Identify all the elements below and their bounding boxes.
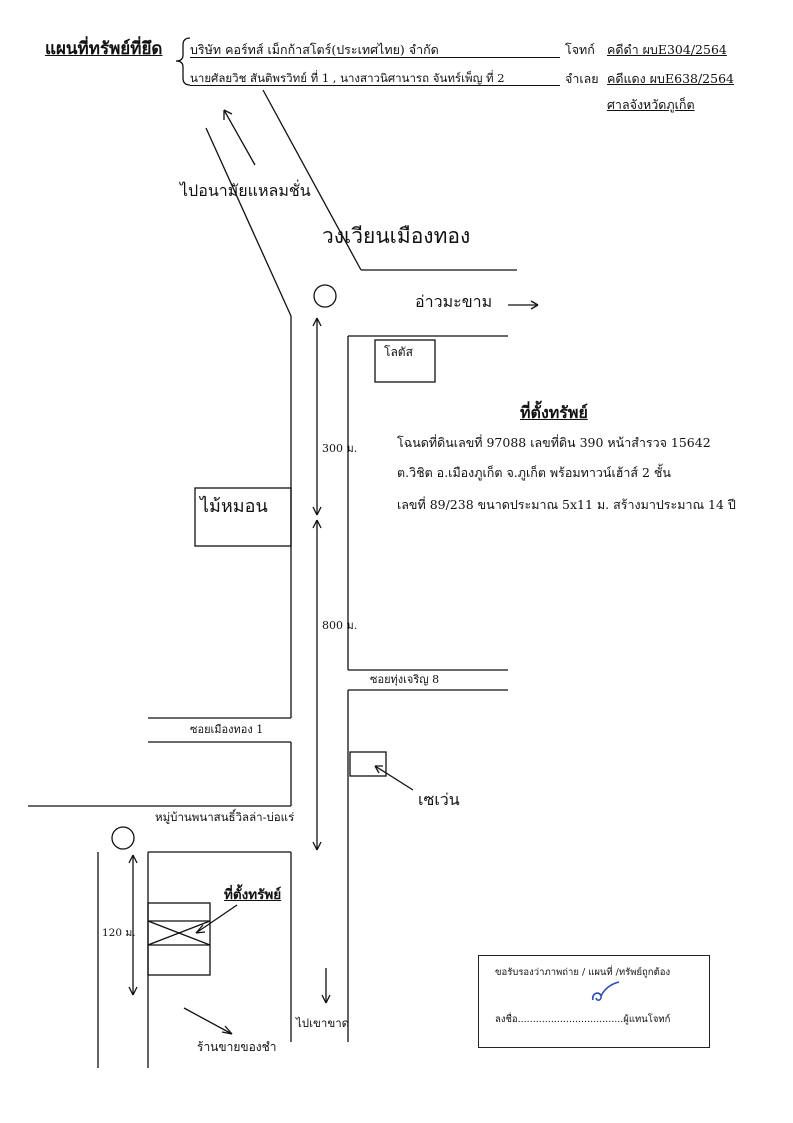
header-brace	[175, 37, 191, 86]
property-townhouse-block	[147, 902, 211, 976]
pointer-shop	[183, 1007, 233, 1035]
label-dist-800: 800 ม.	[322, 619, 358, 632]
property-info-line2: ต.วิชิต อ.เมืองภูเก็ต จ.ภูเก็ต พร้อมทาวน…	[397, 465, 671, 480]
pointer-seven	[374, 765, 414, 791]
mai-mon-building	[194, 487, 292, 547]
plaintiff-name: บริษัท คอร์ทส์ เม็กก้าสโตร์(ประเทศไทย) จ…	[190, 43, 560, 58]
label-mai-mon: ไม้หมอน	[200, 496, 268, 517]
property-info-line3: เลขที่ 89/238 ขนาดประมาณ 5x11 ม. สร้างมา…	[397, 497, 736, 512]
label-soi-muang-thong: ซอยเมืองทอง 1	[190, 723, 264, 736]
label-lotus: โลตัส	[384, 345, 413, 359]
label-seven: เซเว่น	[418, 790, 460, 809]
label-shop: ร้านขายของชำ	[197, 1040, 277, 1054]
label-to-north: ไปอนามัยแหลมชั่น	[180, 181, 311, 200]
label-property-marker: ที่ตั้งทรัพย์	[224, 887, 282, 903]
label-soi-thung-charoen: ซอยทุ่งเจริญ 8	[370, 673, 440, 686]
label-village: หมู่บ้านพนาสนธิ์วิลล่า-บ่อแร่	[155, 810, 295, 824]
plaintiff-role: โจทก์	[565, 42, 595, 57]
seven-eleven-building	[349, 751, 387, 777]
lotus-building	[374, 339, 436, 383]
roundabout-village	[111, 826, 135, 850]
label-to-east: อ่าวมะขาม	[415, 292, 493, 311]
label-roundabout: วงเวียนเมืองทอง	[322, 224, 471, 248]
defendant-name: นายศัลยวิช สันติพรวิทย์ ที่ 1 , นางสาวนิ…	[190, 72, 560, 86]
road-north-west-edge	[205, 127, 292, 317]
label-dist-120: 120 ม.	[102, 927, 136, 939]
property-info-line1: โฉนดที่ดินเลขที่ 97088 เลขที่ดิน 390 หน้…	[397, 435, 711, 450]
defendant-role: จำเลย	[565, 71, 599, 86]
certification-box: ขอรับรองว่าภาพถ่าย / แผนที่ /ทรัพย์ถูกต้…	[478, 955, 710, 1048]
pointer-property	[195, 904, 238, 934]
signature-scribble	[591, 981, 620, 1001]
court-name: ศาลจังหวัดภูเก็ต	[607, 97, 695, 112]
road-north-east-edge	[262, 89, 362, 271]
certification-sign-line: ลงชื่อ..................................…	[495, 1014, 671, 1025]
red-case-number: คดีแดง ผบE638/2564	[607, 71, 734, 86]
roundabout-muang-thong	[313, 284, 337, 308]
document-title: แผนที่ทรัพย์ที่ยึด	[45, 39, 163, 59]
black-case-number: คดีดำ ผบE304/2564	[607, 42, 727, 57]
arrow-north	[223, 109, 256, 166]
label-dist-300: 300 ม.	[322, 442, 358, 455]
label-to-khao-khad: ไปเขาขาด	[296, 1016, 350, 1030]
property-info-heading: ที่ตั้งทรัพย์	[520, 403, 588, 422]
certification-statement: ขอรับรองว่าภาพถ่าย / แผนที่ /ทรัพย์ถูกต้…	[495, 967, 671, 978]
